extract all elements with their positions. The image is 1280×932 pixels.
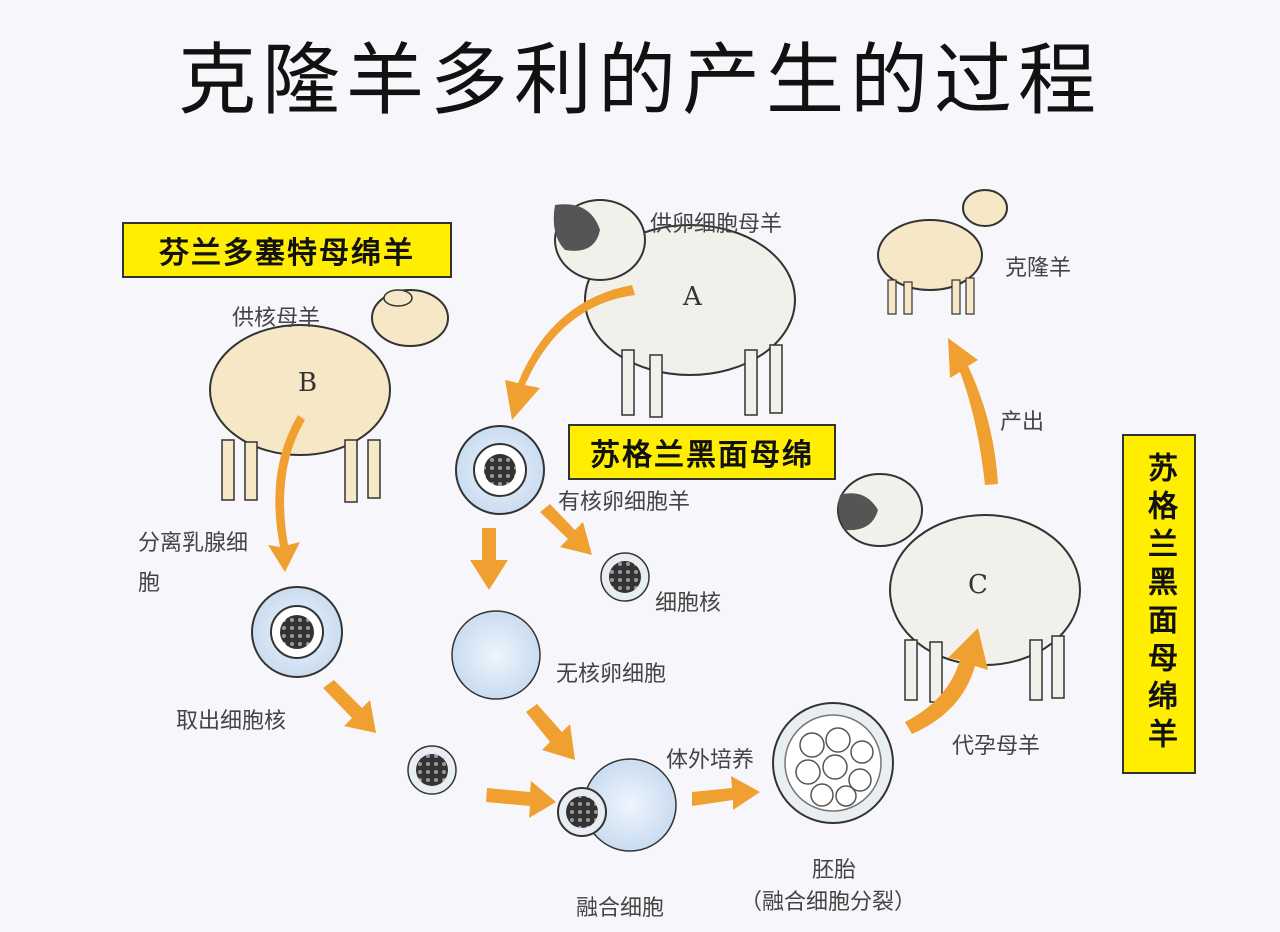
- mammary-cell: [251, 586, 343, 678]
- arrow-embryo-to-c: [905, 628, 988, 734]
- arrow-a-to-egg: [505, 285, 635, 420]
- label-in-vitro: 体外培养: [666, 748, 755, 773]
- embryo: [772, 702, 894, 824]
- label-clone: 克隆羊: [1005, 256, 1072, 281]
- sheep-a-letter: A: [683, 282, 702, 312]
- enucleated-egg-cell: [451, 610, 541, 700]
- nucleated-egg-cell: [455, 425, 545, 515]
- nucleus-small-right: [600, 552, 650, 602]
- clone-sheep: [877, 189, 1008, 315]
- scottish-blackface-box-right: 苏格兰黑面母绵羊: [1122, 434, 1196, 774]
- arrow-enucleated-down: [526, 704, 575, 760]
- label-mammary: 分离乳腺细胞: [138, 531, 249, 596]
- label-fused-cell: 融合细胞: [576, 896, 665, 921]
- label-nucleated-egg: 有核卵细胞羊: [558, 490, 691, 515]
- scottish-blackface-box-mid: 苏格兰黑面母绵: [568, 424, 836, 480]
- arrow-b-to-mammary: [268, 415, 305, 572]
- extracted-nucleus: [407, 745, 457, 795]
- label-nucleus: 细胞核: [655, 591, 722, 616]
- label-embryo-note: （融合细胞分裂）: [740, 890, 917, 915]
- label-surrogate: 代孕母羊: [952, 734, 1041, 759]
- arrow-nucleus-to-fused: [486, 781, 556, 818]
- sheep-c: [837, 473, 1081, 703]
- sheep-c-letter: C: [968, 570, 988, 600]
- sheep-a: [553, 199, 796, 418]
- label-egg-donor: 供卵细胞母羊: [650, 212, 783, 237]
- arrow-egg-down: [470, 528, 508, 590]
- fused-cell: [557, 758, 677, 852]
- arrow-fused-to-embryo: [692, 776, 760, 810]
- label-embryo: 胚胎: [812, 858, 857, 883]
- label-extract-nucleus: 取出细胞核: [176, 709, 287, 734]
- sheep-b: [209, 289, 449, 503]
- label-nucleus-donor: 供核母羊: [232, 306, 321, 331]
- arrow-egg-to-nucleus: [540, 504, 592, 555]
- label-produce: 产出: [1000, 410, 1045, 435]
- sheep-b-letter: B: [298, 368, 318, 398]
- arrow-c-to-clone: [948, 338, 998, 485]
- finland-dorset-box: 芬兰多塞特母绵羊: [122, 222, 452, 278]
- arrow-mammary-down: [323, 680, 376, 733]
- page-title: 克隆羊多利的产生的过程: [177, 36, 1102, 126]
- label-enucleated-egg: 无核卵细胞: [556, 662, 667, 687]
